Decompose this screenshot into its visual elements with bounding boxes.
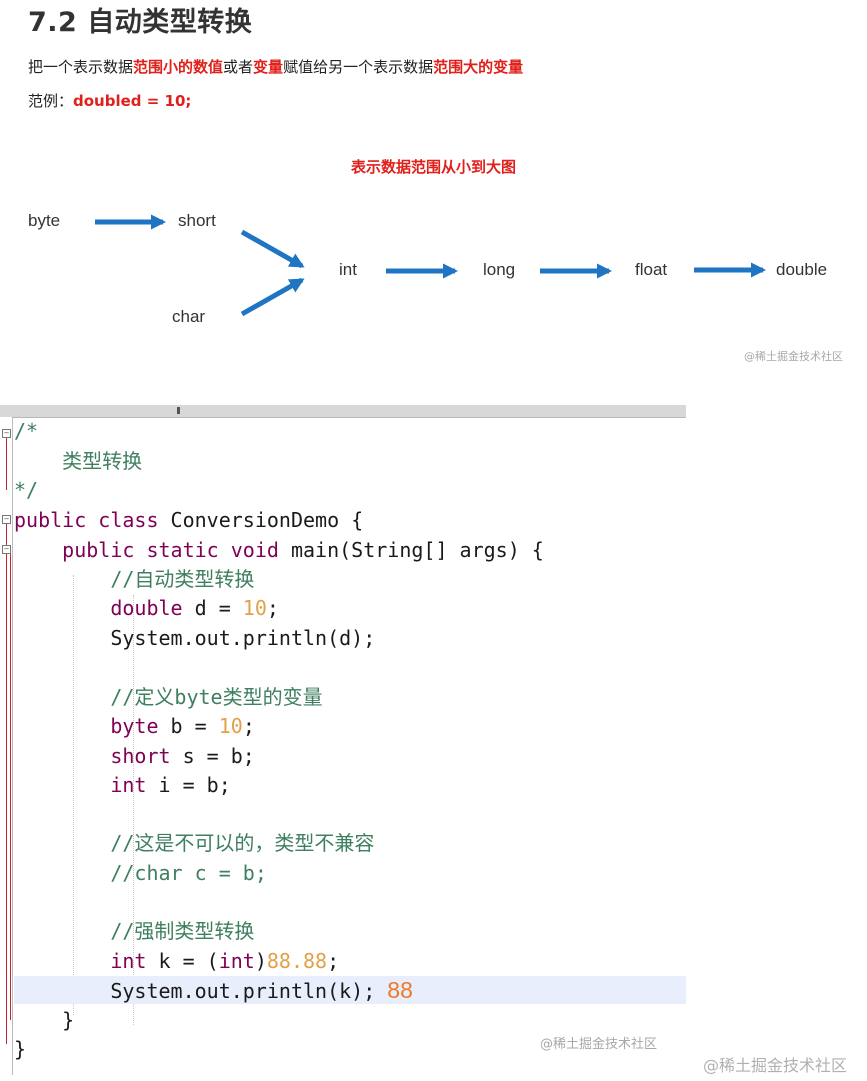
- intro-highlight-1: 范围小的数值: [133, 58, 224, 76]
- code-line-19: int k = (int)88.88;: [110, 949, 340, 973]
- code-line-6: //自动类型转换: [14, 567, 255, 591]
- conversion-arrows: [95, 214, 766, 317]
- current-line-highlight: [14, 976, 686, 1004]
- code-line-13: int i = b;: [110, 773, 231, 797]
- code-line-3: */: [14, 478, 39, 502]
- code-line-18: //强制类型转换: [14, 919, 255, 943]
- node-long: long: [483, 260, 516, 279]
- fold-guide: [6, 438, 7, 490]
- code-line-8: System.out.println(d);: [14, 626, 376, 650]
- diagram-watermark: @稀土掘金技术社区: [744, 350, 843, 363]
- fold-guide: [6, 524, 7, 1044]
- example-code: doubled = 10;: [73, 92, 192, 110]
- editor-top-bar: [0, 405, 686, 418]
- intro-part-3: 赋值给另一个表示数据: [283, 58, 434, 76]
- intro-part-1: 把一个表示数据: [28, 58, 134, 76]
- code-line-5: public static void main(String[] args) {: [62, 538, 544, 562]
- example-line: 范例：doubled = 10;: [28, 90, 191, 111]
- arrow-short-int: [240, 229, 305, 269]
- editor-watermark: @稀土掘金技术社区: [540, 1037, 658, 1052]
- code-line-15: //这是不可以的，类型不兼容: [14, 831, 375, 855]
- arrow-char-int: [240, 277, 305, 317]
- indent-guide: [133, 595, 134, 1025]
- node-byte: byte: [28, 211, 61, 230]
- diagram-title: 表示数据范围从小到大图: [350, 158, 516, 176]
- node-short: short: [178, 211, 216, 230]
- section-heading: 7.2 自动类型转换: [28, 7, 253, 38]
- fold-guide: [10, 554, 11, 1020]
- code-line-11: byte b = 10;: [110, 714, 255, 738]
- code-line-4: public class ConversionDemo {: [14, 508, 364, 532]
- code-line-16: //char c = b;: [14, 861, 267, 885]
- code-line-12: short s = b;: [110, 744, 255, 768]
- node-char: char: [172, 307, 206, 326]
- code-editor: − − − /* 类型转换 */ public class Conversion…: [0, 405, 686, 1075]
- intro-text: 把一个表示数据范围小的数值或者变量赋值给另一个表示数据范围大的变量: [28, 56, 523, 77]
- console-output: 88: [387, 977, 413, 1003]
- code-line-7: double d = 10;: [110, 596, 279, 620]
- intro-highlight-2: 变量: [253, 58, 284, 76]
- code-line-10: //定义byte类型的变量: [14, 685, 323, 709]
- node-int: int: [339, 260, 357, 279]
- code-line-20: System.out.println(k); 88: [14, 977, 413, 1003]
- intro-part-2: 或者: [223, 58, 254, 76]
- code-line-1: /*: [14, 419, 39, 443]
- fold-toggle-icon[interactable]: −: [2, 515, 11, 524]
- fold-toggle-icon[interactable]: −: [2, 429, 11, 438]
- fold-toggle-icon[interactable]: −: [2, 545, 11, 554]
- code-line-21: }: [14, 1008, 75, 1032]
- indent-guide: [73, 575, 74, 1015]
- node-float: float: [635, 260, 668, 279]
- example-label: 范例：: [28, 92, 74, 110]
- page-watermark: @稀土掘金技术社区: [703, 1056, 848, 1075]
- node-double: double: [776, 260, 828, 279]
- intro-highlight-3: 范围大的变量: [433, 58, 524, 76]
- code-line-22: }: [14, 1037, 27, 1061]
- code-line-2: 类型转换: [14, 449, 143, 473]
- ruler-marker: [177, 407, 180, 414]
